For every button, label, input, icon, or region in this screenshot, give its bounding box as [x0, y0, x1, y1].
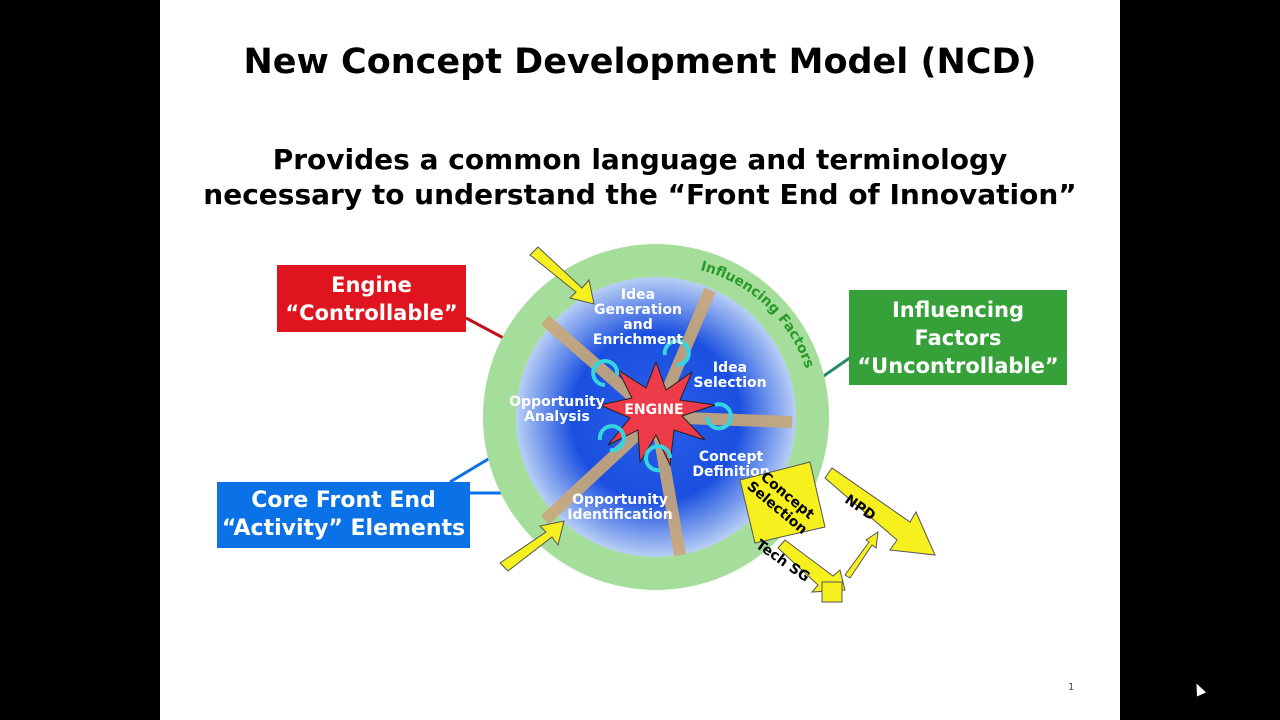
slide: New Concept Development Model (NCD) Prov… — [160, 0, 1120, 720]
influencing-factors-box: Influencing Factors “Uncontrollable” — [849, 290, 1067, 385]
mouse-cursor-icon — [1191, 681, 1207, 697]
page-number: 1 — [1068, 682, 1075, 693]
core-box-line-2: “Activity” Elements — [221, 516, 466, 541]
engine-star — [598, 360, 716, 467]
svg-text:and: and — [623, 317, 652, 333]
slide-title: New Concept Development Model (NCD) — [243, 42, 1037, 82]
sector-opportunity-identification: Opportunity Identification — [567, 492, 672, 523]
input-arrows-icon — [499, 246, 936, 603]
svg-text:Identification: Identification — [567, 507, 672, 523]
sector-idea-selection: Idea Selection — [693, 360, 766, 391]
inf-box-line-2: Factors — [914, 325, 1002, 350]
subtitle-line-1: Provides a common language and terminolo… — [272, 143, 1008, 176]
svg-text:Definition: Definition — [692, 464, 769, 480]
concept-selection-gate: Concept Selection — [739, 461, 826, 544]
svg-text:Enrichment: Enrichment — [593, 332, 684, 348]
svg-text:Opportunity: Opportunity — [509, 394, 605, 410]
sector-idea-generation: Idea Generation and Enrichment — [593, 287, 684, 348]
core-box-line-1: Core Front End — [251, 488, 436, 513]
ncd-diagram: Influencing Factors ENGINE Idea Generati… — [449, 244, 936, 603]
engine-box-line-1: Engine — [331, 272, 412, 297]
svg-text:Opportunity: Opportunity — [572, 492, 668, 508]
inf-box-line-1: Influencing — [891, 297, 1025, 322]
subtitle-line-2: necessary to understand the “Front End o… — [203, 178, 1077, 211]
engine-controllable-box: Engine “Controllable” — [277, 265, 466, 332]
sector-concept-definition: Concept Definition — [692, 449, 769, 480]
svg-text:Concept: Concept — [699, 449, 764, 465]
svg-text:Analysis: Analysis — [524, 409, 590, 425]
cycle-arrows-icon — [591, 339, 733, 473]
svg-text:Generation: Generation — [594, 302, 682, 318]
slide-subtitle: Provides a common language and terminolo… — [160, 142, 1120, 212]
engine-label: ENGINE — [624, 402, 683, 418]
engine-box-line-2: “Controllable” — [285, 300, 458, 325]
svg-text:Idea: Idea — [621, 287, 655, 303]
inf-box-line-3: “Uncontrollable” — [857, 353, 1059, 378]
sector-opportunity-analysis: Opportunity Analysis — [509, 394, 605, 425]
core-front-end-box: Core Front End “Activity” Elements — [217, 482, 470, 548]
svg-text:Selection: Selection — [693, 375, 766, 391]
svg-text:Idea: Idea — [713, 360, 747, 376]
